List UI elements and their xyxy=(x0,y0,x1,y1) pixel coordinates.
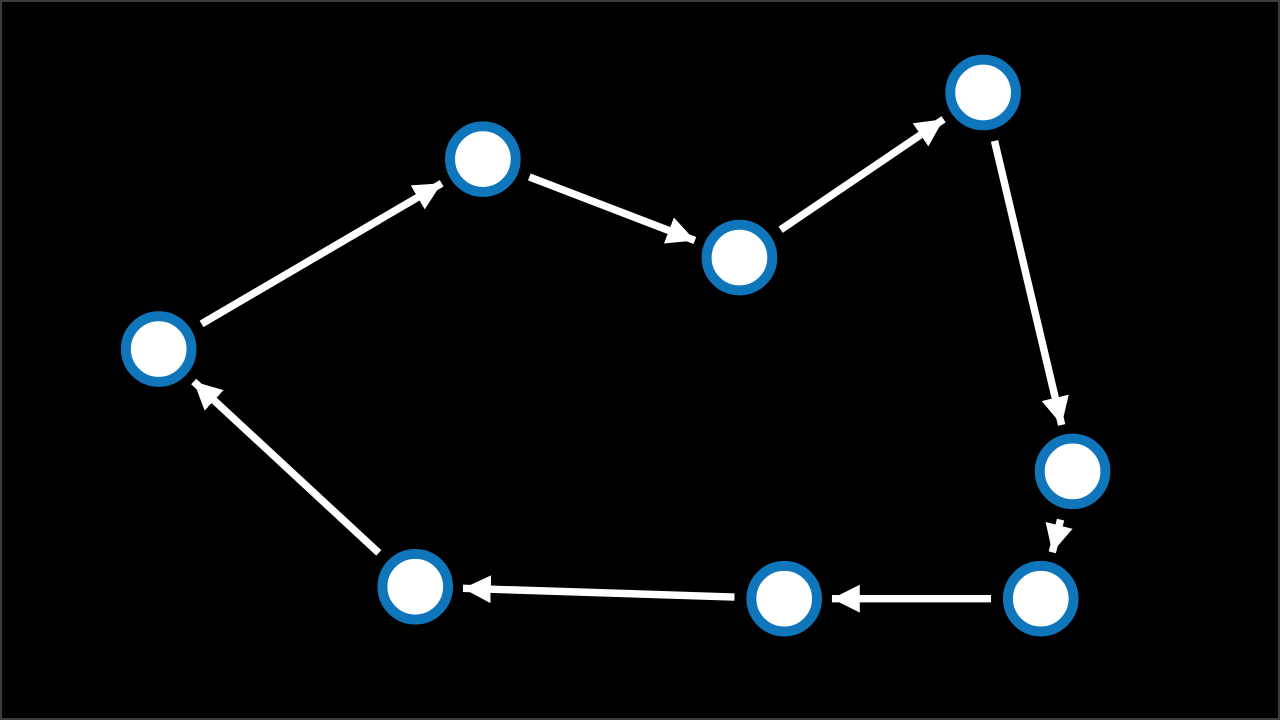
edges-layer xyxy=(191,116,1073,613)
graph-node-n3 xyxy=(701,219,778,296)
graph-edge-n8-n1 xyxy=(191,378,382,556)
graph-edge-n1-n2 xyxy=(199,180,444,328)
graph-edge-n5-n6 xyxy=(1045,518,1073,554)
graph-edge-n4-n5 xyxy=(990,140,1069,426)
graph-node-n7 xyxy=(746,560,822,637)
graph-edge-n7-n8 xyxy=(462,575,735,604)
graph-node-n8 xyxy=(377,548,454,625)
nodes-layer xyxy=(120,54,1111,637)
graph-node-n1 xyxy=(120,311,197,387)
graph-edge-n3-n4 xyxy=(778,116,946,233)
graph-edge-n2-n3 xyxy=(527,173,697,244)
graph-node-n5 xyxy=(1034,433,1111,510)
graph-node-n4 xyxy=(945,54,1021,131)
graph-node-n2 xyxy=(445,121,521,197)
graph-node-n6 xyxy=(1002,560,1079,637)
